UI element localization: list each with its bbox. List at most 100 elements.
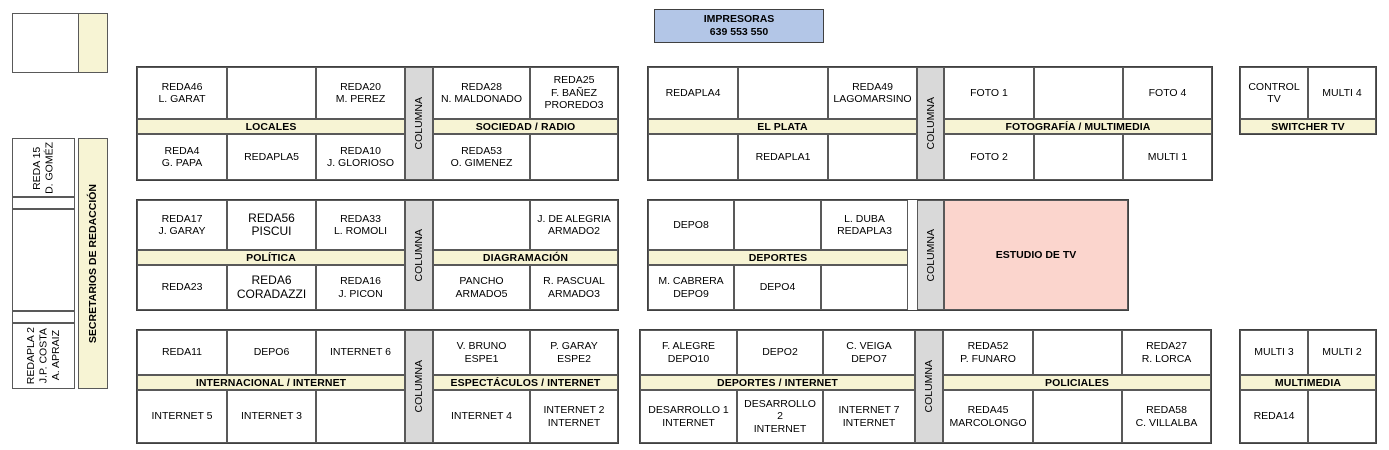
- espectaculos-band[interactable]: ESPECTÁCULOS / INTERNET: [433, 375, 618, 390]
- deportes-cell-5[interactable]: [821, 265, 908, 310]
- fotografia-cell-2[interactable]: FOTO 4: [1123, 67, 1212, 119]
- internacional-cell-5[interactable]: [316, 390, 405, 443]
- politica-cell-4[interactable]: REDA6 CORADAZZI: [227, 265, 316, 310]
- top-left-yellow-strip[interactable]: [78, 13, 108, 73]
- columna-divider-row3-right[interactable]: COLUMNA: [915, 330, 943, 443]
- multimedia-cell-2[interactable]: REDA14: [1240, 390, 1308, 443]
- elplata-cell-0[interactable]: REDAPLA4: [648, 67, 738, 119]
- estudio-de-tv-box[interactable]: ESTUDIO DE TV: [944, 200, 1128, 310]
- multimedia-cell-3[interactable]: [1308, 390, 1376, 443]
- multimedia-cell-1[interactable]: MULTI 2: [1308, 330, 1376, 375]
- sociedad-cell-0[interactable]: REDA28 N. MALDONADO: [433, 67, 530, 119]
- deportes-internet-cell-2[interactable]: C. VEIGA DEPO7: [823, 330, 915, 375]
- multimedia-cell-0[interactable]: MULTI 3: [1240, 330, 1308, 375]
- diagramacion-band[interactable]: DIAGRAMACIÓN: [433, 250, 618, 265]
- internacional-cell-0[interactable]: REDA11: [137, 330, 227, 375]
- multimedia-band[interactable]: MULTIMEDIA: [1240, 375, 1376, 390]
- espectaculos-cell-0[interactable]: V. BRUNO ESPE1: [433, 330, 530, 375]
- policiales-cell-0[interactable]: REDA52 P. FUNARO: [943, 330, 1033, 375]
- switcher-cell-1-label: MULTI 4: [1322, 86, 1362, 99]
- deportes-cell-3[interactable]: M. CABRERA DEPO9: [648, 265, 734, 310]
- policiales-cell-4[interactable]: [1033, 390, 1122, 443]
- elplata-cell-5[interactable]: [828, 134, 917, 180]
- deportes-internet-band[interactable]: DEPORTES / INTERNET: [640, 375, 915, 390]
- deportes-band[interactable]: DEPORTES: [648, 250, 908, 265]
- fotografia-band[interactable]: FOTOGRAFÍA / MULTIMEDIA: [944, 119, 1212, 134]
- top-left-empty-box[interactable]: [12, 13, 79, 73]
- deportes-cell-1[interactable]: [734, 200, 821, 250]
- deportes-internet-cell-3[interactable]: DESARROLLO 1 INTERNET: [640, 390, 737, 443]
- elplata-band[interactable]: EL PLATA: [648, 119, 917, 134]
- politica-cell-0[interactable]: REDA17 J. GARAY: [137, 200, 227, 250]
- deportes-internet-cell-0[interactable]: F. ALEGRE DEPO10: [640, 330, 737, 375]
- switcher-cell-0[interactable]: CONTROL TV: [1240, 67, 1308, 119]
- policiales-cell-3[interactable]: REDA45 MARCOLONGO: [943, 390, 1033, 443]
- elplata-cell-2[interactable]: REDA49 LAGOMARSINO: [828, 67, 917, 119]
- fotografia-cell-1[interactable]: [1034, 67, 1123, 119]
- locales-cell-4[interactable]: REDAPLA5: [227, 134, 316, 180]
- sidebar-cell-empty-1[interactable]: [12, 197, 75, 209]
- columna-divider-row2-left[interactable]: COLUMNA: [405, 200, 433, 310]
- fotografia-cell-0[interactable]: FOTO 1: [944, 67, 1034, 119]
- switcher-band[interactable]: SWITCHER TV: [1240, 119, 1376, 134]
- impresoras-box[interactable]: IMPRESORAS 639 553 550: [654, 9, 824, 43]
- internacional-cell-4[interactable]: INTERNET 3: [227, 390, 316, 443]
- internacional-cell-2[interactable]: INTERNET 6: [316, 330, 405, 375]
- locales-cell-2[interactable]: REDA20 M. PEREZ: [316, 67, 405, 119]
- espectaculos-cell-3[interactable]: INTERNET 2 INTERNET: [530, 390, 618, 443]
- locales-cell-0[interactable]: REDA46 L. GARAT: [137, 67, 227, 119]
- diagramacion-cell-0[interactable]: [433, 200, 530, 250]
- elplata-cell-4[interactable]: REDAPLA1: [738, 134, 828, 180]
- internacional-band[interactable]: INTERNACIONAL / INTERNET: [137, 375, 405, 390]
- switcher-cell-1[interactable]: MULTI 4: [1308, 67, 1376, 119]
- diagramacion-cell-1[interactable]: J. DE ALEGRIA ARMADO2: [530, 200, 618, 250]
- sociedad-cell-0-label: REDA28 N. MALDONADO: [440, 80, 523, 106]
- diagramacion-cell-2-label: PANCHO ARMADO5: [455, 275, 508, 300]
- diagramacion-cell-2[interactable]: PANCHO ARMADO5: [433, 265, 530, 310]
- columna-divider-row3-left[interactable]: COLUMNA: [405, 330, 433, 443]
- sidebar-band-secretarios[interactable]: SECRETARIOS DE REDACCIÓN: [78, 138, 108, 389]
- sociedad-band[interactable]: SOCIEDAD / RADIO: [433, 119, 618, 134]
- deportes-cell-0[interactable]: DEPO8: [648, 200, 734, 250]
- diagramacion-band-label: DIAGRAMACIÓN: [482, 251, 569, 264]
- columna-divider-row2-right[interactable]: COLUMNA: [917, 200, 944, 310]
- sociedad-cell-3[interactable]: [530, 134, 618, 180]
- espectaculos-cell-2[interactable]: INTERNET 4: [433, 390, 530, 443]
- columna-divider-row1-left[interactable]: COLUMNA: [405, 67, 433, 180]
- internacional-cell-1[interactable]: DEPO6: [227, 330, 316, 375]
- fotografia-cell-5[interactable]: MULTI 1: [1123, 134, 1212, 180]
- sidebar-cell-empty-3[interactable]: [12, 311, 75, 323]
- sidebar-cell-empty-2[interactable]: [12, 209, 75, 311]
- sociedad-cell-1[interactable]: REDA25 F. BAÑEZ PROREDO3: [530, 67, 618, 119]
- sidebar-cell-reda15[interactable]: REDA 15 D. GOMÉZ: [12, 138, 75, 197]
- internacional-cell-3[interactable]: INTERNET 5: [137, 390, 227, 443]
- politica-cell-1[interactable]: REDA56 PISCUI: [227, 200, 316, 250]
- deportes-cell-2[interactable]: L. DUBA REDAPLA3: [821, 200, 908, 250]
- politica-band[interactable]: POLÍTICA: [137, 250, 405, 265]
- policiales-band[interactable]: POLICIALES: [943, 375, 1211, 390]
- fotografia-cell-3[interactable]: FOTO 2: [944, 134, 1034, 180]
- elplata-cell-1[interactable]: [738, 67, 828, 119]
- politica-cell-2[interactable]: REDA33 L. ROMOLI: [316, 200, 405, 250]
- sociedad-cell-2[interactable]: REDA53 O. GIMENEZ: [433, 134, 530, 180]
- locales-band[interactable]: LOCALES: [137, 119, 405, 134]
- politica-cell-3[interactable]: REDA23: [137, 265, 227, 310]
- locales-cell-1[interactable]: [227, 67, 316, 119]
- locales-cell-3[interactable]: REDA4 G. PAPA: [137, 134, 227, 180]
- deportes-cell-2-label: L. DUBA REDAPLA3: [837, 212, 892, 238]
- espectaculos-cell-1[interactable]: P. GARAY ESPE2: [530, 330, 618, 375]
- diagramacion-cell-3[interactable]: R. PASCUAL ARMADO3: [530, 265, 618, 310]
- deportes-internet-cell-4[interactable]: DESARROLLO 2 INTERNET: [737, 390, 823, 443]
- policiales-cell-2[interactable]: REDA27 R. LORCA: [1122, 330, 1211, 375]
- politica-cell-5[interactable]: REDA16 J. PICON: [316, 265, 405, 310]
- sidebar-cell-redapla2[interactable]: REDAPLA 2 J.P. COSTA A. APRAIZ: [12, 323, 75, 389]
- deportes-internet-cell-1[interactable]: DEPO2: [737, 330, 823, 375]
- locales-cell-5[interactable]: REDA10 J. GLORIOSO: [316, 134, 405, 180]
- elplata-cell-3[interactable]: [648, 134, 738, 180]
- deportes-internet-cell-5[interactable]: INTERNET 7 INTERNET: [823, 390, 915, 443]
- deportes-cell-4[interactable]: DEPO4: [734, 265, 821, 310]
- policiales-cell-1[interactable]: [1033, 330, 1122, 375]
- policiales-cell-5[interactable]: REDA58 C. VILLALBA: [1122, 390, 1211, 443]
- fotografia-cell-4[interactable]: [1034, 134, 1123, 180]
- columna-divider-row1-right[interactable]: COLUMNA: [917, 67, 944, 180]
